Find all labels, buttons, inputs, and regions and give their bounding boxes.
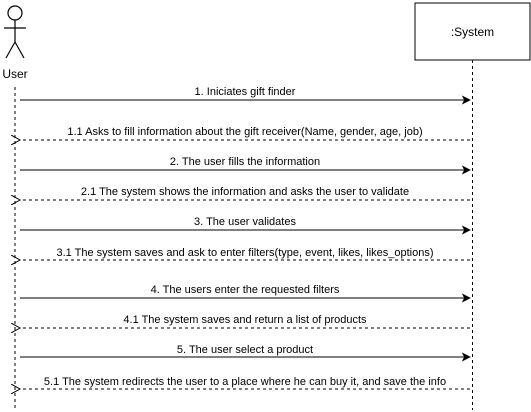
message-1-1: 1.1 Asks to fill information about the g… [20, 126, 470, 140]
message-3-label: 3. The user validates [194, 216, 296, 228]
message-1-label: 1. Iniciates gift finder [195, 86, 296, 98]
message-5: 5. The user select a product [20, 344, 471, 362]
system-participant-box [414, 2, 531, 61]
message-5-1: 5.1 The system redirects the user to a p… [20, 376, 470, 389]
message-3-1-label: 3.1 The system saves and ask to enter fi… [56, 247, 433, 259]
message-3: 3. The user validates [20, 216, 471, 235]
message-1: 1. Iniciates gift finder [20, 86, 471, 105]
user-actor-label: User [2, 67, 27, 81]
message-4-label: 4. The users enter the requested filters [151, 284, 340, 296]
message-4-1-label: 4.1 The system saves and return a list o… [123, 314, 367, 326]
system-participant: :System [414, 2, 531, 61]
message-5-label: 5. The user select a product [177, 344, 313, 356]
system-participant-label: :System [451, 25, 494, 39]
message-2-label: 2. The user fills the information [170, 156, 320, 168]
message-5-1-label: 5.1 The system redirects the user to a p… [44, 376, 446, 388]
message-4: 4. The users enter the requested filters [20, 284, 471, 303]
stick-figure-icon [4, 5, 26, 59]
message-4-1: 4.1 The system saves and return a list o… [20, 314, 470, 328]
message-2-1: 2.1 The system shows the information and… [20, 186, 470, 200]
message-3-1: 3.1 The system saves and ask to enter fi… [20, 247, 470, 260]
user-actor: User [2, 5, 28, 81]
message-2: 2. The user fills the information [20, 156, 471, 175]
message-1-1-label: 1.1 Asks to fill information about the g… [67, 126, 422, 138]
message-2-1-label: 2.1 The system shows the information and… [81, 186, 409, 198]
